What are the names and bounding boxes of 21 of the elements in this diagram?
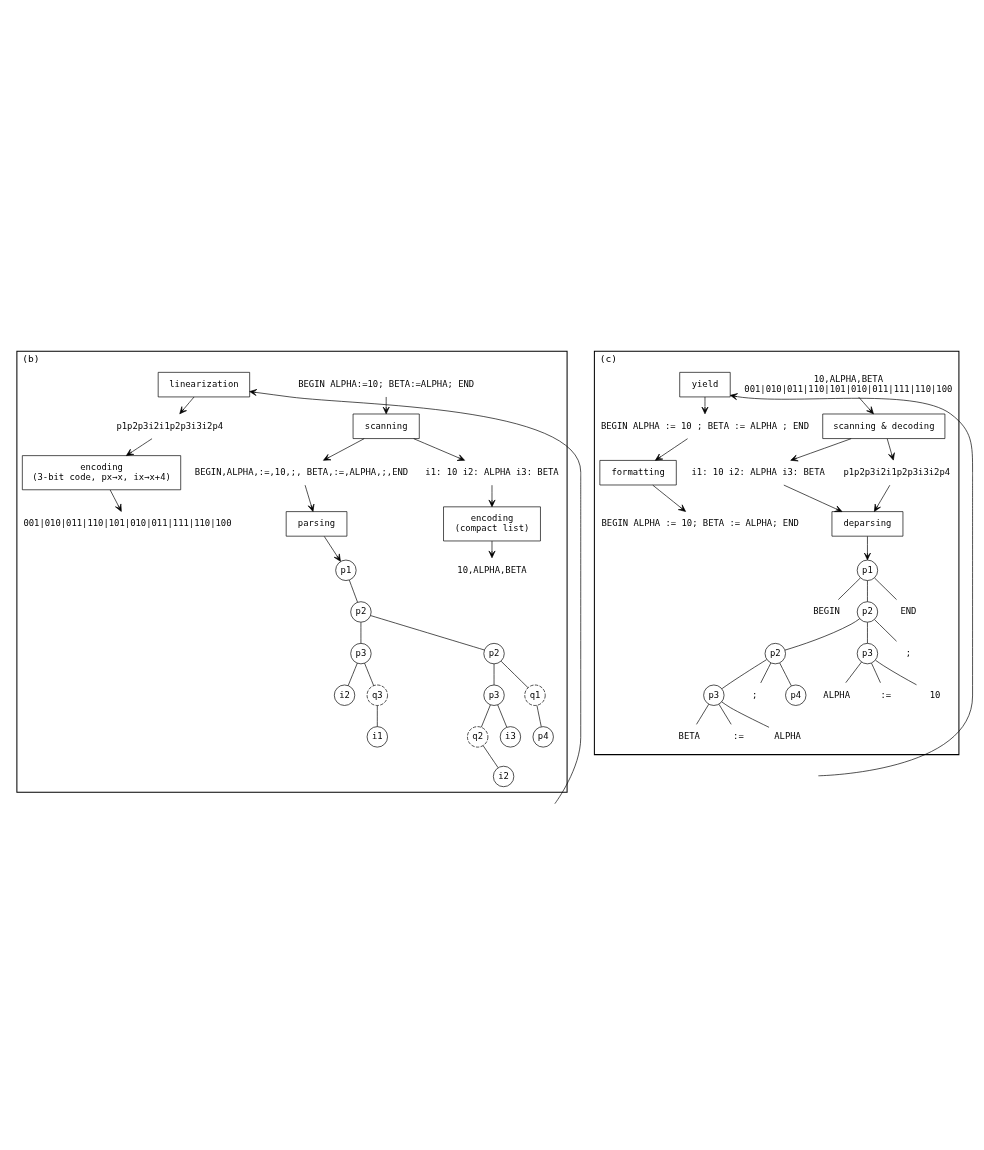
node-text: 10,ALPHA,BETA xyxy=(457,564,527,575)
node-text: BEGIN ALPHA:=10; BETA:=ALPHA; END xyxy=(298,378,475,389)
node-text: p1p2p3i2i1p2p3i3i2p4 xyxy=(116,420,224,431)
node-text: i1: 10 i2: ALPHA i3: BETA xyxy=(691,467,825,478)
node-text: 10 xyxy=(929,689,941,700)
node-text: BEGIN ALPHA := 10 ; BETA := ALPHA ; END xyxy=(600,420,809,431)
node-text: BEGIN ALPHA := 10; BETA := ALPHA; END xyxy=(601,518,799,529)
node-text: END xyxy=(900,606,917,617)
node-text: ; xyxy=(752,689,758,700)
node-text: ALPHA xyxy=(823,689,851,700)
node-text: := xyxy=(733,731,744,742)
node-text: BEGIN xyxy=(813,606,840,617)
node-text: i1: 10 i2: ALPHA i3: BETA xyxy=(425,467,559,478)
node-text: ALPHA xyxy=(774,731,801,742)
node-text: := xyxy=(880,689,892,700)
node-text: BEGIN,ALPHA,:=,10,;, BETA,:=,ALPHA,;,END xyxy=(194,467,409,478)
node-text: 001|010|011|110|101|010|011|111|110|100 xyxy=(23,518,232,529)
node-text: p1p2p3i2i1p2p3i3i2p4 xyxy=(843,467,951,478)
node-text: 10,ALPHA,BETA 001|010|011|110|101|010|011|111|110|100 xyxy=(744,374,953,394)
node-text: BETA xyxy=(678,731,700,742)
node-text: ; xyxy=(905,647,912,658)
